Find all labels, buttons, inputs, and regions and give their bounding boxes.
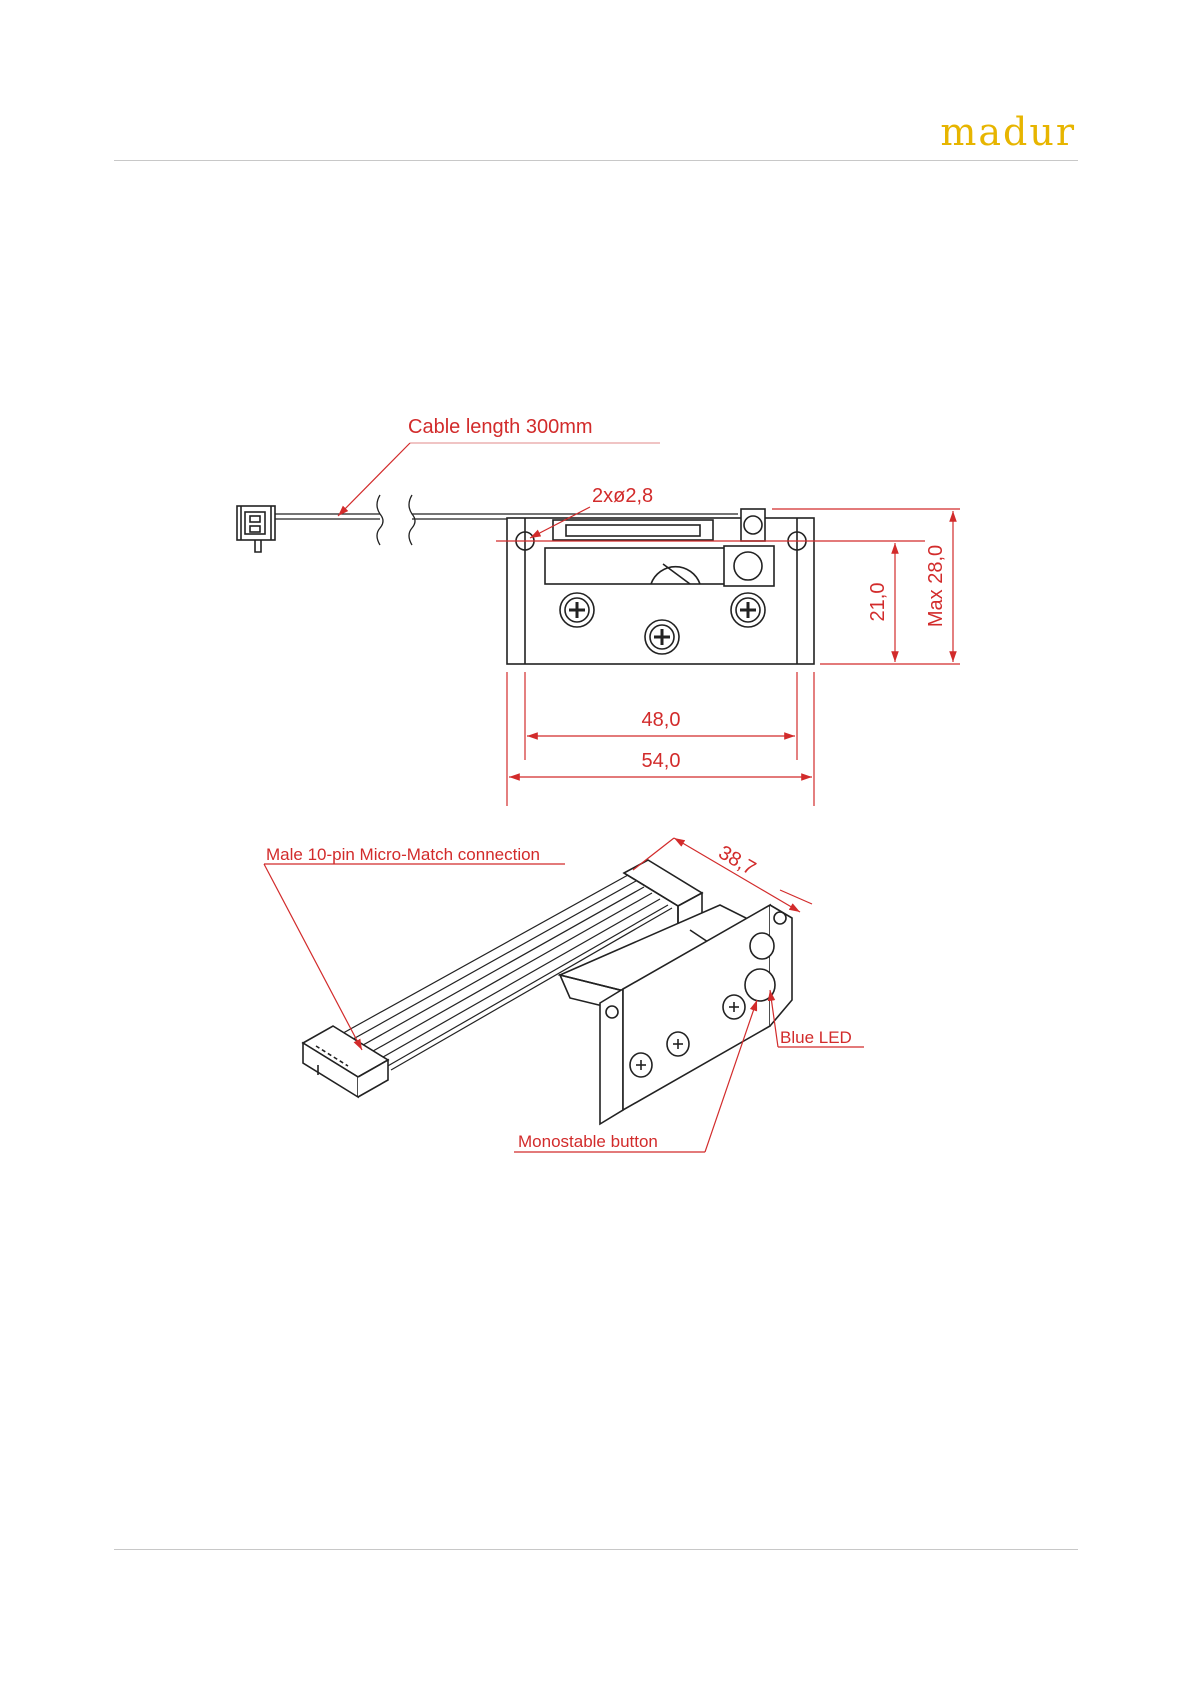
cable-connector: [237, 506, 275, 552]
dim-48-label: 48,0: [642, 709, 681, 731]
cable-length-label: Cable length 300mm: [408, 416, 593, 438]
screw-left: [560, 593, 594, 627]
dim-28-label: Max 28,0: [925, 545, 947, 627]
button-label: Monostable button: [518, 1132, 658, 1151]
isometric-view: [303, 860, 792, 1124]
dim-38-7-label: 38,7: [715, 842, 760, 881]
front-view: [237, 495, 814, 664]
iso-led: [750, 933, 774, 959]
blue-led-label: Blue LED: [780, 1028, 852, 1047]
front-connector: [303, 1026, 388, 1097]
holes-label: 2xø2,8: [592, 485, 653, 507]
dim-54-label: 54,0: [642, 750, 681, 772]
screw-center: [645, 620, 679, 654]
screw-right: [731, 593, 765, 627]
connector-label: Male 10-pin Micro-Match connection: [266, 845, 540, 864]
dim-21-label: 21,0: [867, 583, 889, 622]
